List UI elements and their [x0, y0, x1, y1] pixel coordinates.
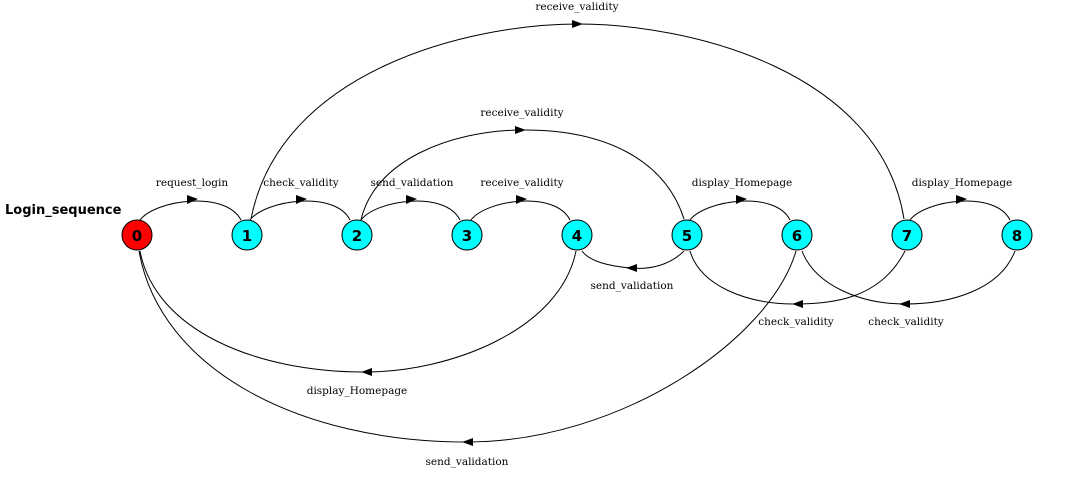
edge-8-6: check_validity	[801, 250, 1016, 328]
edge-label-1-7: receive_validity	[535, 1, 618, 13]
edge-5-4: send_validation	[581, 250, 685, 292]
edge-label-3-4: receive_validity	[480, 177, 563, 189]
state-label-6: 6	[792, 227, 802, 245]
edge-label-6-0: send_validation	[426, 456, 509, 468]
state-node-1[interactable]: 1	[231, 219, 263, 251]
state-label-5: 5	[682, 227, 692, 245]
state-node-6[interactable]: 6	[781, 219, 813, 251]
state-label-2: 2	[352, 227, 362, 245]
edge-4-0: display_Homepage	[139, 250, 577, 397]
state-label-4: 4	[572, 227, 582, 245]
state-label-0: 0	[132, 227, 142, 245]
edge-2-5: receive_validity	[360, 107, 685, 221]
edge-1-2: check_validity	[249, 177, 351, 221]
edge-label-4-0: display_Homepage	[307, 385, 408, 397]
state-node-5[interactable]: 5	[671, 219, 703, 251]
edge-label-5-4: send_validation	[591, 280, 674, 292]
edge-5-6: display_Homepage	[689, 177, 793, 221]
edge-label-7-5: check_validity	[758, 316, 834, 328]
diagram-title: Login_sequence	[5, 203, 122, 218]
edge-0-1: request_login	[139, 177, 242, 221]
edge-label-1-2: check_validity	[263, 177, 339, 189]
transitions: request_login check_validity send_valida…	[138, 1, 1016, 468]
edge-6-0: send_validation	[138, 250, 797, 468]
edge-7-5: check_validity	[689, 250, 906, 328]
edge-label-2-5: receive_validity	[480, 107, 563, 119]
state-label-1: 1	[242, 227, 252, 245]
edge-3-4: receive_validity	[470, 177, 571, 221]
state-node-8[interactable]: 8	[1001, 219, 1033, 251]
state-label-3: 3	[462, 227, 472, 245]
edge-label-7-8: display_Homepage	[912, 177, 1013, 189]
edge-7-8: display_Homepage	[909, 177, 1013, 221]
edge-2-3: send_validation	[360, 177, 461, 221]
state-node-2[interactable]: 2	[341, 219, 373, 251]
state-node-7[interactable]: 7	[891, 219, 923, 251]
state-node-3[interactable]: 3	[451, 219, 483, 251]
edge-label-2-3: send_validation	[371, 177, 454, 189]
edge-label-8-6: check_validity	[868, 316, 944, 328]
state-label-8: 8	[1012, 227, 1022, 245]
state-label-7: 7	[902, 227, 912, 245]
state-node-4[interactable]: 4	[561, 219, 593, 251]
edge-label-5-6: display_Homepage	[692, 177, 793, 189]
states: 0 1 2 3 4 5 6 7	[121, 219, 1033, 251]
state-node-0[interactable]: 0	[121, 219, 153, 251]
edge-1-7: receive_validity	[250, 1, 905, 220]
edge-label-0-1: request_login	[156, 177, 229, 189]
